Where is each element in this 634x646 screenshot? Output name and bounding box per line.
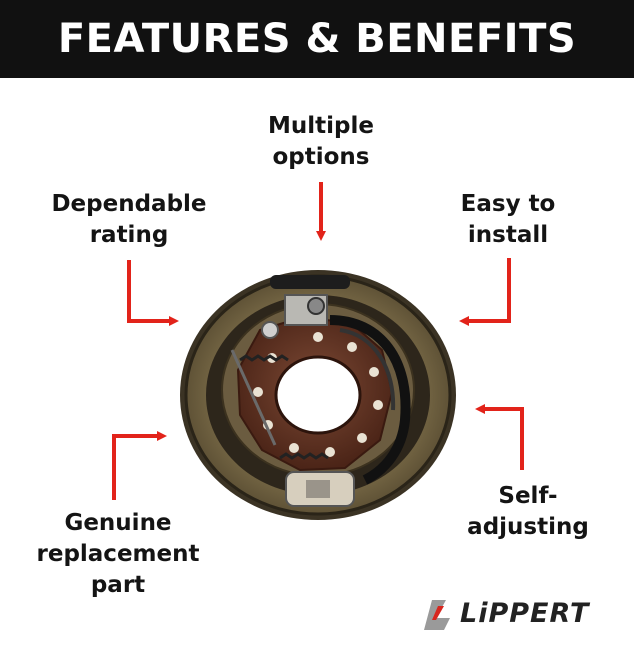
arrow-easy-to-install	[459, 258, 511, 326]
label-self-adjusting: Self- adjusting	[467, 483, 589, 540]
label-easy-to-install: Easy to install	[460, 191, 556, 248]
page-title: FEATURES & BENEFITS	[57, 16, 577, 62]
arrow-dependable-rating	[127, 260, 179, 326]
label-dependable-rating: Dependable rating	[51, 191, 207, 248]
lippert-wordmark: LiPPERT	[460, 598, 590, 629]
label-multiple-options: Multiple options	[268, 113, 374, 170]
header-banner: FEATURES & BENEFITS	[0, 0, 634, 78]
label-genuine-replacement-part: Genuine replacement part	[36, 510, 200, 598]
lippert-logo-mark	[424, 600, 450, 630]
arrow-genuine-replacement	[112, 431, 167, 500]
lippert-logo: LiPPERT	[422, 596, 618, 636]
brake-assembly-image	[180, 270, 456, 520]
arrow-self-adjusting	[475, 404, 524, 470]
